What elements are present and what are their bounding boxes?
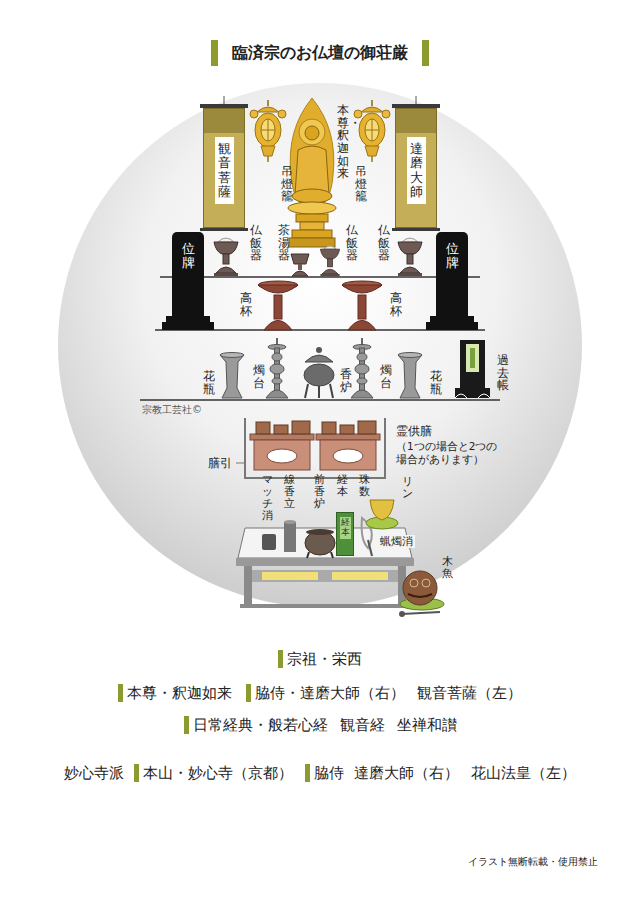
info-text: 観音経 [340,716,385,734]
info-row: 宗祖・栄西 [0,650,640,668]
info-text: 本山・妙心寺（京都） [143,764,293,782]
part-label: 前香炉 [314,474,325,510]
title-bar [422,40,429,66]
part-label: 花瓶 [430,370,442,395]
marker-bar [184,716,189,734]
scroll-text: 達磨大師 [407,137,426,204]
tablet-text: 位牌 [182,242,195,271]
part-label: 木魚 [442,556,453,580]
background-circle [58,83,582,607]
offering-tray [236,418,385,478]
memorial-tablet: 位牌 [436,232,468,316]
info-row: 日常経典・般若心経観音経坐禅和讃 [0,716,640,734]
part-label: 膳引 [208,456,232,470]
part-label: 茶湯器 [278,224,290,262]
death-register [455,340,490,398]
hanging-scroll: 達磨大師 [395,108,437,228]
info-text: 脇侍 [314,764,344,782]
part-label: 燭台 [253,364,265,389]
part-label: 仏飯器 [346,224,358,262]
part-label: 線香立 [284,474,295,510]
part-label: 高杯 [390,292,402,317]
buddha-statue [288,98,336,247]
marker-bar [118,684,123,702]
part-label: 仏飯器 [378,224,390,262]
scroll-text: 観音菩薩 [215,137,234,204]
marker-bar [134,764,139,782]
tablet-bases [162,316,478,330]
tea-cup [291,254,309,276]
book-text: 経本 [340,517,351,539]
part-label: 吊燈籠 [355,165,367,203]
info-text: 妙心寺派 [64,764,124,782]
footer-note: イラスト無断転載・使用禁止 [468,856,598,868]
hanging-scroll: 観音菩薩 [203,108,245,228]
scroll-rods [200,96,440,231]
info-text: 花山法皇（左） [471,764,576,782]
part-label: 吊燈籠 [281,165,293,203]
info-text: 達磨大師（右） [354,764,459,782]
title-row: 臨済宗のお仏壇の御荘厳 [0,38,640,68]
copyright-note: 宗教工芸社© [142,404,202,416]
info-row: 妙心寺派 本山・妙心寺（京都） 脇侍達磨大師（右） 花山法皇（左） [0,764,640,782]
part-label: 本尊・釈迦如来 [337,104,349,180]
raised-offering-stands [258,281,382,330]
sutra-book: 経本 [336,512,354,556]
part-label: 香炉 [340,368,352,393]
tablet-text: 位牌 [446,242,459,271]
part-label: 過去帳 [497,354,509,392]
memorial-tablet: 位牌 [172,232,204,316]
info-text: 宗祖・栄西 [287,650,362,668]
part-label: リン [402,476,413,500]
rice-offering-stands [214,238,422,276]
marker-bar [246,684,251,702]
part-label: 仏飯器 [250,224,262,262]
part-label: 経本 [337,474,348,498]
info-text: 脇侍・達磨大師（右） [255,684,405,702]
altar-set [220,338,422,398]
info-text: 日常経典・般若心経 [193,716,328,734]
part-label: 燭台 [380,364,392,389]
part-label: 珠数 [359,474,370,498]
marker-bar [278,650,283,668]
info-text: 観音菩薩（左） [417,684,522,702]
info-text: 本尊・釈迦如来 [127,684,232,702]
info-text: 坐禅和讃 [397,716,457,734]
info-row: 本尊・釈迦如来 脇侍・達磨大師（右） 観音菩薩（左） [0,684,640,702]
part-label: 蝋燭消 [378,535,415,548]
marker-bar [305,764,310,782]
title-bar [211,40,218,66]
part-label: 高杯 [240,292,252,317]
part-label: 花瓶 [203,370,215,395]
part-label: マッチ消 [262,474,273,522]
note-text: （1つの場合と2つの場合があります） [396,440,508,466]
part-label: 霊供膳 [396,424,432,438]
title: 臨済宗のお仏壇の御荘厳 [232,43,408,62]
wooden-fish [399,571,444,617]
